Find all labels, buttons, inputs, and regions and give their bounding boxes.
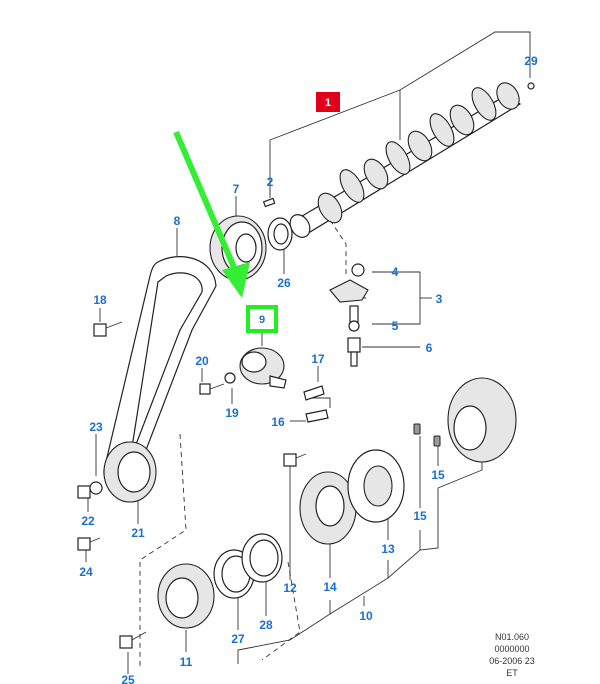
callout-14: 14 — [323, 580, 337, 594]
bolt-6 — [347, 337, 361, 367]
reference-line-4: ET — [506, 668, 518, 678]
gear — [447, 377, 517, 463]
callout-15-a: 15 — [413, 509, 427, 523]
callout-11: 11 — [180, 655, 193, 669]
callout-6: 6 — [426, 341, 433, 355]
callout-18: 18 — [93, 293, 107, 307]
bolt-20 — [199, 372, 236, 395]
dashed-outlines — [139, 219, 347, 670]
bolts-22-24 — [77, 481, 103, 551]
seal-ring-26 — [267, 217, 293, 251]
callout-10: 10 — [359, 609, 373, 623]
leader-lines — [85, 31, 531, 674]
bolt-25 — [119, 631, 147, 649]
callout-28: 28 — [259, 618, 273, 632]
callout-8: 8 — [174, 214, 181, 228]
callout-12: 12 — [283, 581, 297, 595]
bolt-12 — [283, 453, 307, 467]
callout-26: 26 — [277, 276, 291, 290]
callout-2: 2 — [267, 175, 274, 189]
callout-20: 20 — [195, 354, 209, 368]
bolts-16-17 — [303, 385, 329, 423]
bolt-18 — [93, 321, 123, 337]
camshaft — [262, 82, 535, 238]
callout-25: 25 — [121, 673, 135, 684]
callout-27: 27 — [231, 632, 245, 646]
rocker-bracket — [329, 263, 369, 332]
callout-3: 3 — [436, 292, 443, 306]
red-callout-box — [316, 92, 340, 112]
reference-line-3: 06-2006 23 — [489, 656, 535, 666]
callout-16: 16 — [271, 415, 285, 429]
callout-15-b: 15 — [431, 468, 445, 482]
callout-13: 13 — [381, 542, 395, 556]
reference-line-2: 0000000 — [494, 644, 529, 654]
disc-13 — [347, 449, 405, 523]
highlight-arrow — [173, 130, 250, 298]
tensioner-pulley — [239, 347, 287, 389]
callout-1: 1 — [325, 97, 331, 109]
callout-24: 24 — [79, 565, 93, 579]
callout-21: 21 — [131, 526, 145, 540]
callout-23: 23 — [89, 420, 103, 434]
reference-line-1: N01.060 — [495, 632, 529, 642]
reference-code: N01.060 0000000 06-2006 23 ET — [489, 632, 535, 678]
sprocket-14 — [299, 471, 357, 545]
callout-5: 5 — [392, 319, 399, 333]
callout-labels: 1 2 3 4 5 6 7 8 9 10 11 12 13 14 15 15 1… — [79, 54, 538, 684]
rings-27-28 — [213, 533, 283, 599]
callout-9: 9 — [259, 314, 265, 326]
callout-17: 17 — [311, 352, 325, 366]
callout-19: 19 — [225, 406, 239, 420]
crankshaft-pulley — [103, 441, 157, 503]
green-callout-box — [246, 305, 278, 333]
callout-4: 4 — [392, 265, 399, 279]
pins-15 — [413, 423, 441, 447]
callout-22: 22 — [81, 514, 95, 528]
callout-7: 7 — [233, 182, 240, 196]
callout-29: 29 — [524, 54, 538, 68]
crankshaft-sprocket — [157, 563, 215, 629]
